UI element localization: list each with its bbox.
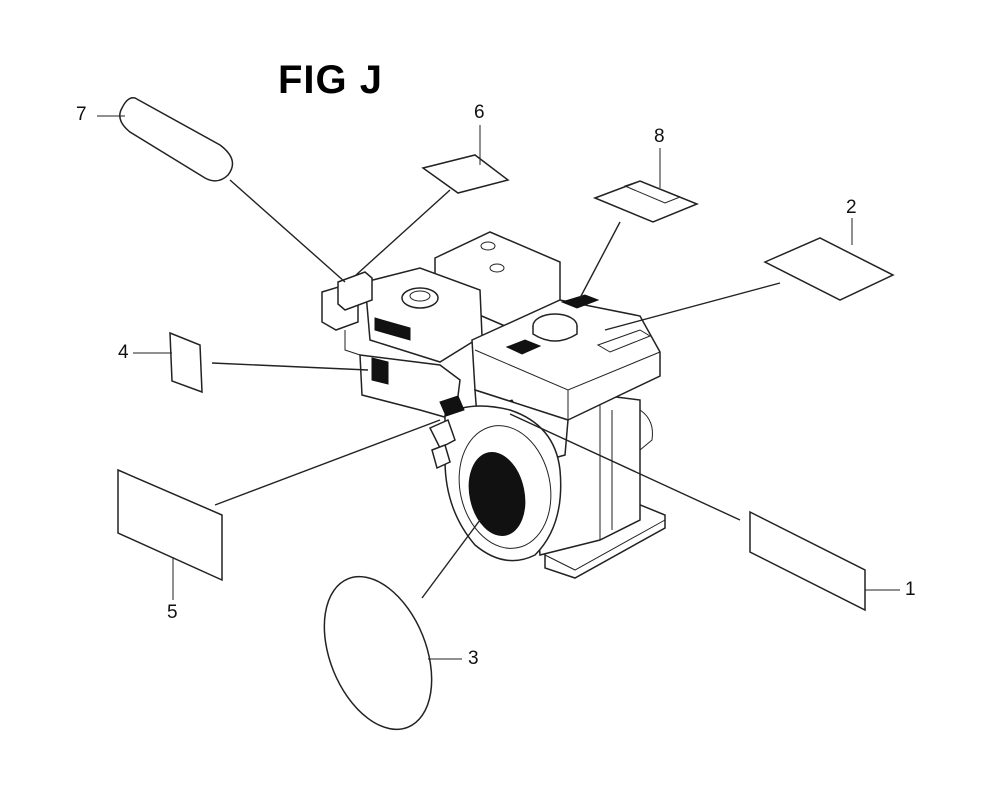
figure-title: FIG J [278, 58, 384, 102]
decal-3 [323, 575, 433, 731]
callout-7: 7 [76, 104, 87, 125]
callout-2: 2 [846, 197, 857, 218]
decal-1 [749, 510, 866, 612]
leader-lines [97, 115, 900, 660]
callout-8: 8 [654, 126, 665, 147]
callout-3: 3 [468, 648, 479, 669]
decal-7 [119, 96, 234, 182]
decal-8 [592, 180, 699, 223]
decal-6 [421, 154, 510, 194]
callout-5: 5 [167, 602, 178, 623]
callout-6: 6 [474, 102, 485, 123]
decal-4 [169, 331, 203, 394]
callout-1: 1 [905, 579, 916, 600]
decal-5 [117, 468, 223, 582]
decal-2 [763, 237, 895, 301]
callout-4: 4 [118, 342, 129, 363]
engine-assembly [321, 231, 666, 579]
